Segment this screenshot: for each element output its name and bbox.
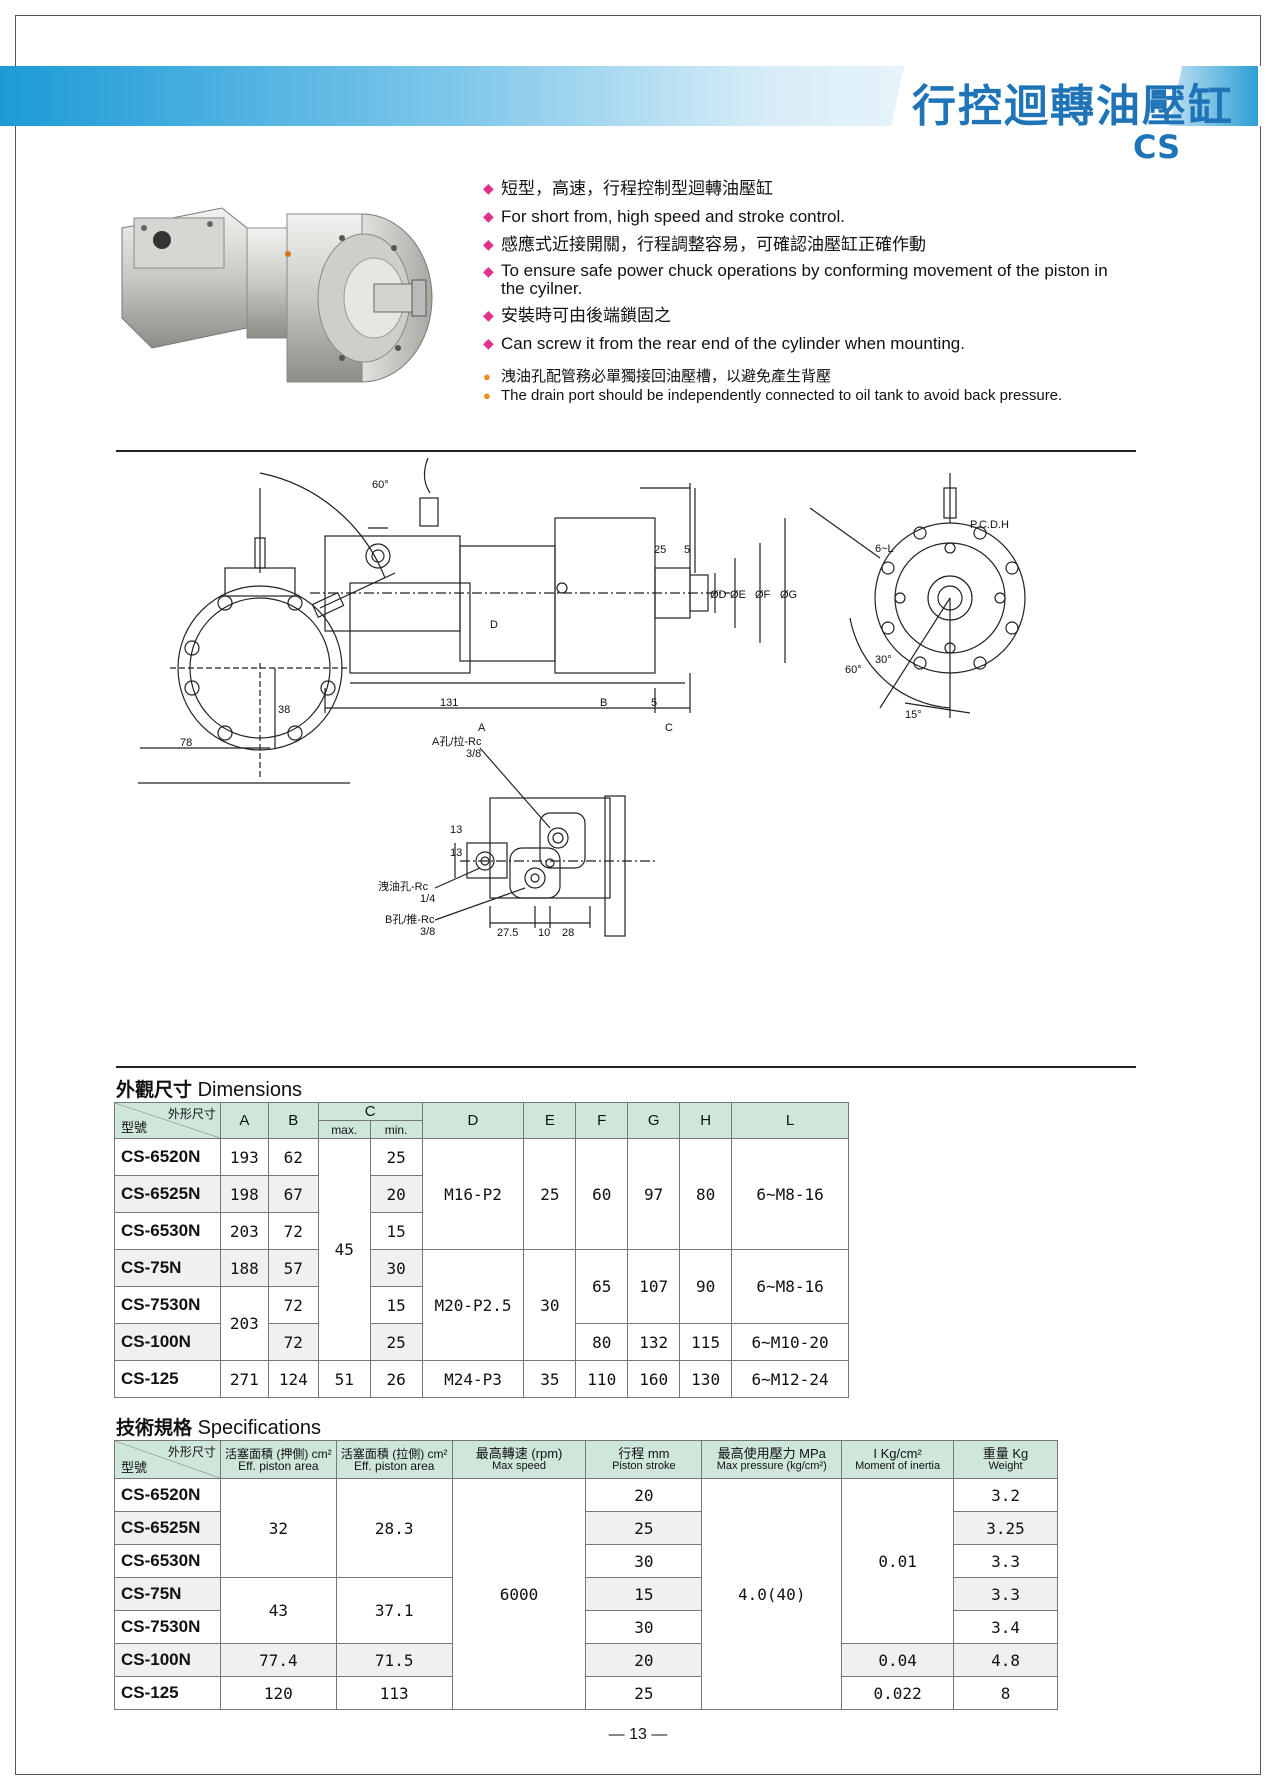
dia-label: ØF [755,589,771,601]
table-row: CS-6530N 30 3.3 [114,1544,1058,1578]
port-label: 洩油孔-Rc [378,879,429,893]
dim-label: P.C.D.H [970,519,1009,531]
divider [116,450,1136,452]
diamond-bullet-icon: ◆ [483,263,494,279]
table-row: CS-6520N 32 28.3 6000 20 4.0(40) 0.01 3.… [114,1478,1058,1710]
feature-item: ◆For short from, high speed and stroke c… [483,207,845,226]
port-label: 3/8 [466,748,481,760]
table-row: CS-75N 43 37.1 15 3.3 [114,1577,1058,1644]
circle-bullet-icon: ● [483,369,491,384]
feature-item: ◆Can screw it from the rear end of the c… [483,334,965,353]
table-row: CS-6520N 193 62 45 25 M16-P2 25 60 97 80… [114,1138,849,1361]
table-row: CS-100N 77.4 71.5 20 0.04 4.8 [114,1643,1058,1677]
dim-label: 13 [450,847,462,859]
dim-label: 27.5 [497,927,518,939]
table-row: CS-125 271 124 51 26 M24-P3 35 110 160 1… [114,1360,849,1398]
table-row: CS-100N 72 25 80 132 115 6~M10-20 [114,1323,849,1361]
angle-label: 30° [875,654,892,666]
diagonal-line-icon [115,1441,220,1478]
table-corner-header: 外形尺寸 型號 [114,1102,221,1139]
dia-label: ØD [710,589,727,601]
feature-list: ◆短型，高速，行程控制型迴轉油壓缸 ◆For short from, high … [483,178,1123,406]
page-number: — 13 — [608,1726,668,1743]
product-photo [121,207,433,383]
circle-bullet-icon: ● [483,388,491,403]
port-label: 1/4 [420,893,435,905]
table-row: CS-7530N 30 3.4 [114,1610,1058,1644]
page-title: 行控迴轉油壓缸 [912,81,1234,132]
table-corner-header: 外形尺寸 型號 [114,1440,221,1479]
table-row: CS-125 120 113 25 0.022 8 [114,1676,1058,1710]
specifications-heading: 技術規格 Specifications [116,1417,321,1439]
angle-label: 60° [845,664,862,676]
diagonal-line-icon [115,1103,220,1138]
dia-label: ØG [780,589,797,601]
page-frame [15,15,1261,1775]
diamond-bullet-icon: ◆ [483,307,494,323]
divider [116,1066,1136,1068]
dim-label: 6~L [875,543,894,555]
port-label: 3/8 [420,926,435,938]
technical-drawing: 60° 38 78 131 A B C 5 25 5 D ØD ØE ØF ØG… [138,458,1026,939]
angle-label: 60° [372,479,389,491]
dim-label: 5 [684,544,690,556]
dim-label: 25 [654,544,666,556]
dim-label: D [490,619,498,631]
diamond-bullet-icon: ◆ [483,335,494,351]
table-row: CS-6525N 25 3.25 [114,1511,1058,1545]
dim-label: A [478,722,486,734]
note-item: ●洩油孔配管務必單獨接回油壓槽，以避免產生背壓 [483,368,832,385]
dim-label: 5 [651,697,657,709]
feature-item: ◆安裝時可由後端鎖固之 [483,306,671,325]
dimensions-table: 外形尺寸 型號 A B C D E F G H L max. min. CS-6… [114,1102,849,1398]
dia-label: ØE [730,589,746,601]
header-max-speed: 最高轉速 (rpm)Max speed [451,1440,587,1479]
dim-label: 13 [450,824,462,836]
angle-label: 15° [905,709,922,721]
dim-label: 10 [538,927,550,939]
dim-label: 38 [278,704,290,716]
dimensions-heading: 外觀尺寸 Dimensions [116,1079,303,1101]
dim-label: 78 [180,737,192,749]
feature-item: ◆短型，高速，行程控制型迴轉油壓缸 [483,179,773,198]
diamond-bullet-icon: ◆ [483,208,494,224]
diamond-bullet-icon: ◆ [483,180,494,196]
dim-label: C [665,722,673,734]
dim-label: B [600,697,607,709]
table-row: CS-7530N 203 72 15 [114,1286,849,1361]
dim-label: 131 [440,697,458,709]
table-row: CS-75N 188 57 30 M20-P2.5 30 65 107 90 6… [114,1249,849,1361]
feature-item: ◆To ensure safe power chuck operations b… [483,261,1108,298]
port-label: B孔/推-Rc [385,912,435,926]
note-item: ●The drain port should be independently … [483,387,1063,404]
port-label: A孔/拉-Rc [432,734,482,748]
feature-item: ◆感應式近接開關，行程調整容易，可確認油壓缸正確作動 [483,235,926,254]
table-row: CS-6525N 198 67 20 [114,1175,849,1213]
diamond-bullet-icon: ◆ [483,236,494,252]
model-code: CS [1133,128,1181,166]
dim-label: 28 [562,927,574,939]
